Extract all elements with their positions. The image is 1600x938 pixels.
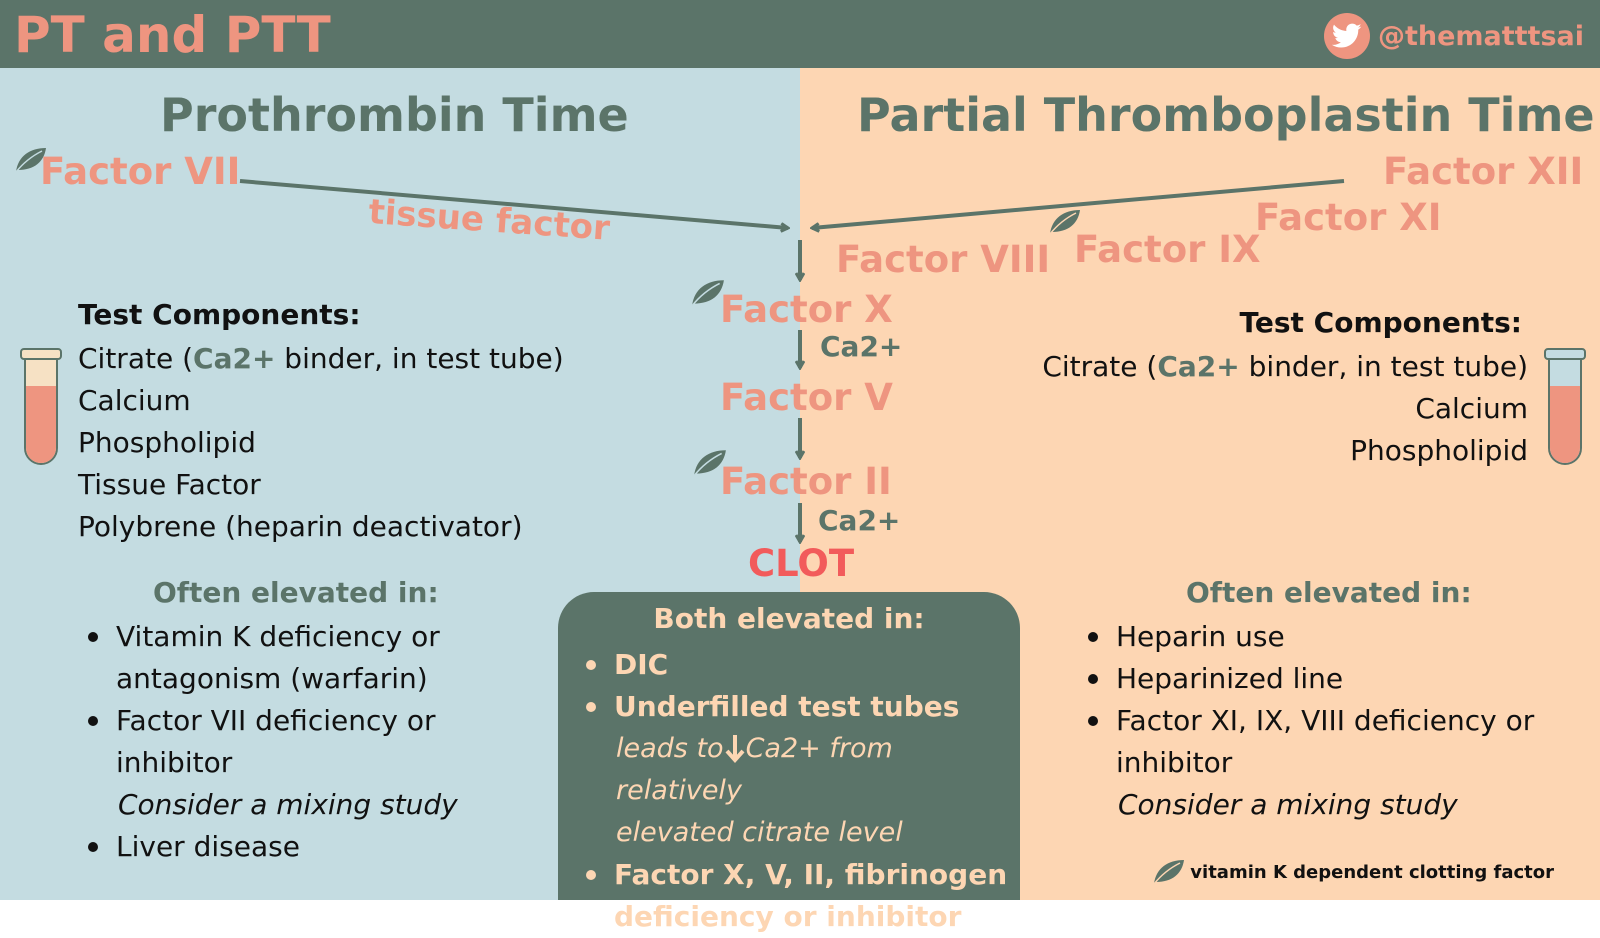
factor-ii: Factor II xyxy=(720,460,892,503)
pt-components-title: Test Components: xyxy=(78,298,361,331)
component-item: Polybrene (heparin deactivator) xyxy=(78,510,523,543)
ptt-elevated-title: Often elevated in: xyxy=(1186,576,1472,609)
ptt-title: Partial Thromboplastin Time xyxy=(857,88,1595,142)
list-item: Heparinized line xyxy=(1080,658,1590,700)
list-item: Factor X, V, II, fibrinogen deficiency o… xyxy=(580,854,1020,938)
bullet xyxy=(586,660,596,670)
bullet xyxy=(586,702,596,712)
factor-ix: Factor IX xyxy=(1074,228,1261,271)
component-citrate: Citrate (Ca2+ binder, in test tube) xyxy=(1042,350,1528,383)
factor-viii: Factor VIII xyxy=(836,238,1051,281)
vitamin-k-legend: vitamin K dependent clotting factor xyxy=(1152,858,1554,886)
pt-title: Prothrombin Time xyxy=(160,88,629,142)
bullet xyxy=(1088,716,1098,726)
mixing-study-note: Consider a mixing study xyxy=(1118,788,1458,821)
leaf-icon xyxy=(1153,860,1185,885)
test-tube-icon xyxy=(1544,348,1586,465)
component-item: Tissue Factor xyxy=(78,468,261,501)
test-tube-icon xyxy=(20,348,62,465)
leaf-icon xyxy=(15,148,46,173)
clot-label: CLOT xyxy=(748,542,855,585)
mixing-study-note: Consider a mixing study xyxy=(118,788,458,821)
component-item: Phospholipid xyxy=(1350,434,1528,467)
ca2-label: Ca2+ xyxy=(820,330,903,363)
both-elevated-title: Both elevated in: xyxy=(653,602,925,635)
list-item: DIC xyxy=(580,644,1020,686)
underfill-note-line2: elevated citrate level xyxy=(616,817,903,848)
down-arrow-icon xyxy=(725,735,745,764)
component-item: Calcium xyxy=(78,384,191,417)
bullet xyxy=(1088,674,1098,684)
header-bar: PT and PTT @thematttsai xyxy=(0,0,1600,68)
factor-v: Factor V xyxy=(720,376,893,419)
list-item: Underfilled test tubes xyxy=(580,686,1020,728)
factor-vii: Factor VII xyxy=(40,150,241,193)
bullet xyxy=(586,870,596,880)
list-item: Liver disease xyxy=(80,826,540,868)
list-item: Factor VII deficiency or inhibitor xyxy=(80,700,540,784)
list-item: Heparin use xyxy=(1080,616,1590,658)
bullet xyxy=(1088,632,1098,642)
main-title: PT and PTT xyxy=(14,6,331,64)
factor-x: Factor X xyxy=(720,288,893,331)
ptt-arrow xyxy=(812,179,1345,228)
twitter-handle-text: @thematttsai xyxy=(1377,20,1584,52)
ptt-components-list: Citrate (Ca2+ binder, in test tube) Calc… xyxy=(1042,346,1528,472)
pt-elevated-list: Vitamin K deficiency or antagonism (warf… xyxy=(80,616,540,868)
pt-elevated-title: Often elevated in: xyxy=(153,576,439,609)
twitter-handle[interactable]: @thematttsai xyxy=(1323,13,1584,59)
ptt-components-title: Test Components: xyxy=(1239,306,1522,339)
bullet xyxy=(88,632,98,642)
component-item: Phospholipid xyxy=(78,426,256,459)
leaf-icon xyxy=(693,450,726,477)
ca2-label: Ca2+ xyxy=(818,504,901,537)
list-item: Vitamin K deficiency or antagonism (warf… xyxy=(80,616,540,700)
component-item: Calcium xyxy=(1415,392,1528,425)
bullet xyxy=(88,716,98,726)
bullet xyxy=(88,842,98,852)
pt-arrow xyxy=(239,179,788,228)
pathway-arrows xyxy=(239,179,1345,900)
twitter-bird-icon xyxy=(1323,13,1370,59)
leaf-icon xyxy=(691,280,724,307)
component-citrate: Citrate (Ca2+ binder, in test tube) xyxy=(78,342,564,375)
factor-xi: Factor XI xyxy=(1255,196,1442,239)
pt-components-list: Citrate (Ca2+ binder, in test tube) Calc… xyxy=(78,338,564,548)
list-item: Factor XI, IX, VIII deficiency or inhibi… xyxy=(1080,700,1590,784)
ptt-elevated-list: Heparin use Heparinized line Factor XI, … xyxy=(1080,616,1590,826)
both-elevated-box: Both elevated in: DIC Underfilled test t… xyxy=(558,592,1020,933)
leaf-icon xyxy=(1049,210,1080,235)
factor-xii: Factor XII xyxy=(1383,150,1584,193)
